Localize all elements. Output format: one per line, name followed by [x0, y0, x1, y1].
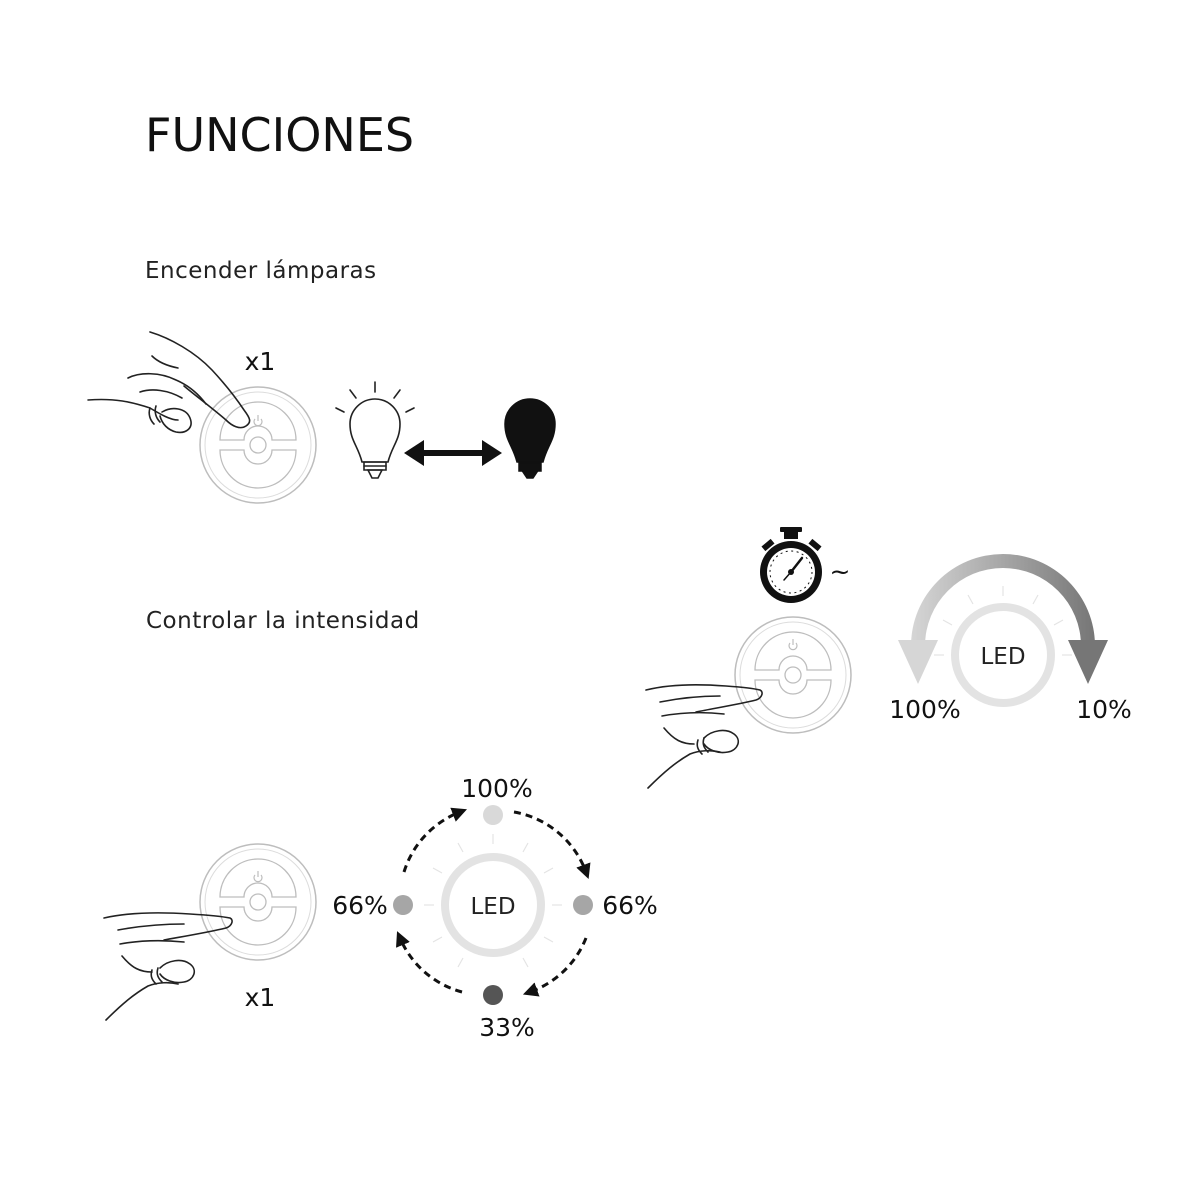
cycle-arrow-top-left — [402, 807, 467, 873]
double-arrow-icon — [404, 440, 502, 466]
cycle-arrow-bottom-right — [522, 937, 588, 997]
press-count-label-2: x1 — [245, 983, 276, 1012]
press-count-label-1: x1 — [245, 347, 276, 376]
bulb-on-icon — [335, 381, 415, 479]
level-dot-66-right — [573, 895, 593, 915]
led-cycle-indicator: LED — [393, 805, 593, 1005]
led-label-hold: LED — [980, 644, 1025, 670]
switch-pad-3[interactable] — [199, 843, 317, 961]
dim-arrow — [898, 554, 1108, 684]
switch-pad-1[interactable] — [199, 386, 317, 504]
section-heading-intensity: Controlar la intensidad — [146, 608, 420, 634]
level-dot-33 — [483, 985, 503, 1005]
hand-icon-press-1 — [87, 331, 251, 434]
level-dot-66-left — [393, 895, 413, 915]
level-label-left: 66% — [332, 891, 388, 920]
dim-to-label: 10% — [1076, 695, 1132, 724]
hand-icon-press-2 — [103, 912, 233, 1021]
bulb-off-icon — [504, 398, 556, 479]
switch-pad-2[interactable] — [734, 616, 852, 734]
timer-suffix: ~ — [830, 557, 851, 586]
power-icon — [253, 871, 263, 883]
level-label-top: 100% — [461, 774, 532, 803]
page-title: FUNCIONES — [145, 108, 415, 162]
level-label-right: 66% — [602, 891, 658, 920]
led-label-cycle: LED — [470, 894, 515, 920]
power-icon — [253, 415, 263, 427]
hand-icon-hold — [645, 684, 763, 789]
level-label-bottom: 33% — [479, 1013, 535, 1042]
dim-from-label: 100% — [889, 695, 960, 724]
cycle-arrows — [396, 807, 591, 997]
led-dim-indicator: LED — [898, 554, 1108, 707]
cycle-arrow-top-right — [513, 810, 591, 880]
power-icon — [788, 639, 798, 651]
section-heading-turn-on: Encender lámparas — [145, 258, 377, 284]
level-dot-100 — [483, 805, 503, 825]
stopwatch-icon — [760, 527, 822, 603]
cycle-arrow-bottom-left — [396, 931, 463, 994]
